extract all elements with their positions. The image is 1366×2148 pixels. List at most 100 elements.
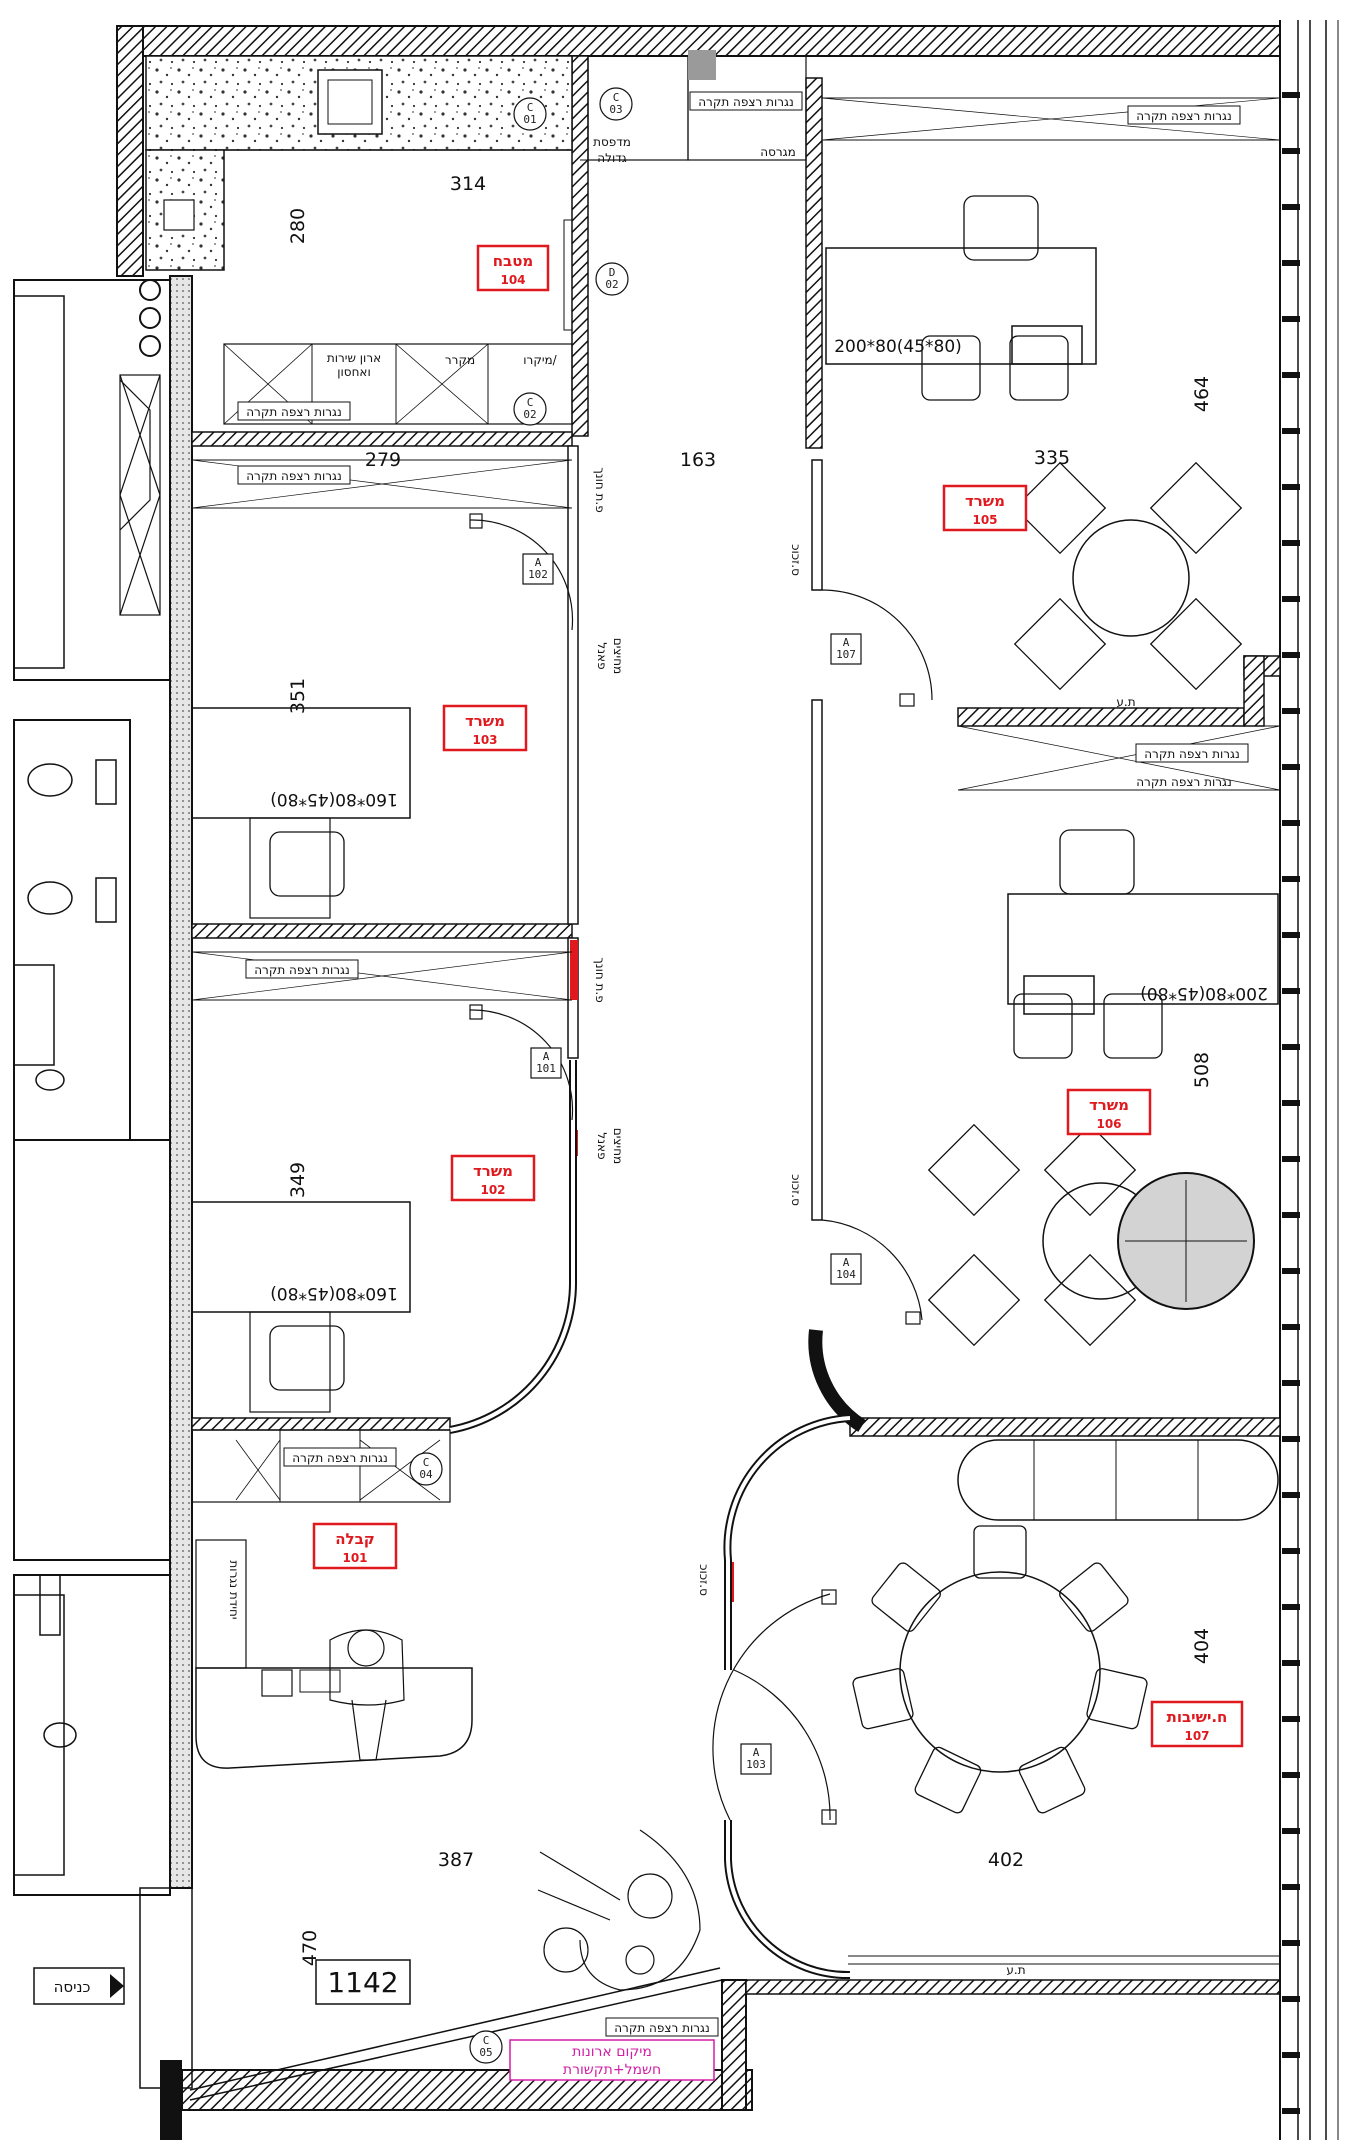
meeting-chair [927, 1123, 1021, 1217]
meeting-chair [1149, 461, 1243, 555]
mullion [1282, 260, 1300, 266]
tag-c04-letter: C [423, 1456, 430, 1469]
room-box-103 [442, 704, 528, 752]
room-name-104: מטבח [493, 252, 534, 270]
dim-402: 402 [988, 1849, 1024, 1871]
desk-size-106: 200*80(45*80) [1140, 983, 1268, 1003]
dim-508: 508 [1191, 1052, 1213, 1088]
mullion [1282, 708, 1300, 714]
mullion [1282, 92, 1300, 98]
tag-circle [513, 392, 547, 426]
desk-size-105: 200*80(45*80) [834, 337, 962, 357]
mullion [1282, 1660, 1300, 1666]
west-wall-core [169, 275, 193, 1889]
ceiling-note-3: נגרות רצפה תקרה [246, 405, 342, 419]
tag-labels: C 01 C 03 C 02 D 02 C 04 C 05 A 102 A 10… [419, 91, 856, 2059]
room-box-106 [1066, 1088, 1152, 1136]
interior-walls [139, 55, 1281, 2140]
mullion [1282, 988, 1300, 994]
office-106 [957, 725, 1281, 1310]
electric-cabinet-box [509, 2039, 715, 2081]
tv-label-1: ת.ע [1116, 695, 1135, 709]
glass-label-3: ס.זכוכ [697, 1564, 711, 1596]
wardrobe-label-1: ארון שירות [327, 351, 381, 365]
meeting-room-107 [852, 1439, 1279, 1814]
ceiling-note-6: נגרות רצפה תקרה [254, 963, 350, 977]
mullion [1282, 1044, 1300, 1050]
mullion [1282, 1604, 1300, 1610]
room-number-106: 106 [1096, 1117, 1121, 1131]
dim-464: 464 [1191, 376, 1213, 412]
mullion [1282, 1772, 1300, 1778]
mullion [1282, 876, 1300, 882]
panel-label-102-2: מחיצים [611, 1128, 625, 1164]
mullion [1282, 764, 1300, 770]
room-name-101: קבלה [335, 1530, 375, 1548]
total-area: 1142 [327, 1966, 398, 1999]
shredder-label: מגרסה [760, 145, 796, 159]
ceiling-note-boxes [237, 91, 1249, 2037]
microwave-label: מיקרו/ [523, 353, 557, 367]
tag-a104-number: 104 [836, 1268, 856, 1281]
desk-106 [1007, 893, 1279, 1005]
ceiling-note-5: נגרות רצפה תקרה [1144, 747, 1240, 761]
meeting-chair [1149, 597, 1243, 691]
mullion [1282, 1436, 1300, 1442]
dim-335: 335 [1034, 447, 1070, 469]
dim-470: 470 [299, 1930, 321, 1966]
tv-label-2: ת.ע [1006, 1963, 1025, 1977]
tag-a104-letter: A [843, 1256, 850, 1269]
south-wall-step [721, 1979, 747, 2111]
mullion [1282, 1548, 1300, 1554]
tag-a102-letter: A [535, 556, 542, 569]
wardrobe-label-2: ואחסון [337, 365, 370, 379]
dim-314: 314 [450, 173, 486, 195]
mullion [1282, 1268, 1300, 1274]
tag-circle [469, 2030, 503, 2064]
meeting-chair [1043, 1123, 1137, 1217]
mullion [1282, 428, 1300, 434]
printer-label-1: מדפסת [593, 135, 631, 149]
service-core [13, 279, 171, 1896]
room-number-103: 103 [472, 733, 497, 747]
tag-a103-letter: A [753, 1746, 760, 1759]
room-box-101 [312, 1522, 398, 1570]
mullion [1282, 484, 1300, 490]
room-name-106: משרד [1089, 1096, 1129, 1114]
area-box [315, 1959, 411, 2005]
meeting-chairs-107 [852, 1525, 1148, 1814]
tag-d02-number: 02 [605, 278, 618, 291]
sink [317, 69, 383, 135]
kitchen-cabinets [223, 343, 573, 425]
door-tag [530, 1047, 562, 1079]
tag-c05-letter: C [483, 2034, 490, 2047]
tag-a107-letter: A [843, 636, 850, 649]
room-name-105: משרד [965, 492, 1005, 510]
desk-size-labels: 160*80(45*80) 160*80(45*80) 200*80(45*80… [270, 337, 1268, 1303]
reception-desk [195, 1667, 473, 1769]
door-tag [522, 553, 554, 585]
mullion [1282, 1324, 1300, 1330]
panel-label-103-1: פאנל [595, 642, 609, 669]
coat-label-103: פ.ת חונך [593, 467, 607, 512]
ceiling-note-9: נגרות רצפה תקרה [1136, 775, 1232, 789]
reception-101 [191, 1429, 473, 1769]
tag-circle [409, 1452, 443, 1486]
room-name-103: משרד [465, 712, 505, 730]
desk-105 [825, 247, 1097, 365]
tag-a102-number: 102 [528, 568, 548, 581]
dim-163: 163 [680, 449, 716, 471]
panel-label-103-2: מחיצים [611, 638, 625, 674]
tag-circle [595, 262, 629, 296]
meeting-chair [852, 1668, 914, 1730]
mullion [1282, 1940, 1300, 1946]
round-table-105 [1072, 519, 1190, 637]
room-number-105: 105 [972, 513, 997, 527]
meeting-chair [1043, 1253, 1137, 1347]
dim-280: 280 [287, 208, 309, 244]
ceiling-note-4: נגרות רצפה תקרה [246, 469, 342, 483]
meeting-chairs-105 [927, 461, 1243, 1347]
dim-404: 404 [1191, 1628, 1213, 1664]
mullion [1282, 932, 1300, 938]
